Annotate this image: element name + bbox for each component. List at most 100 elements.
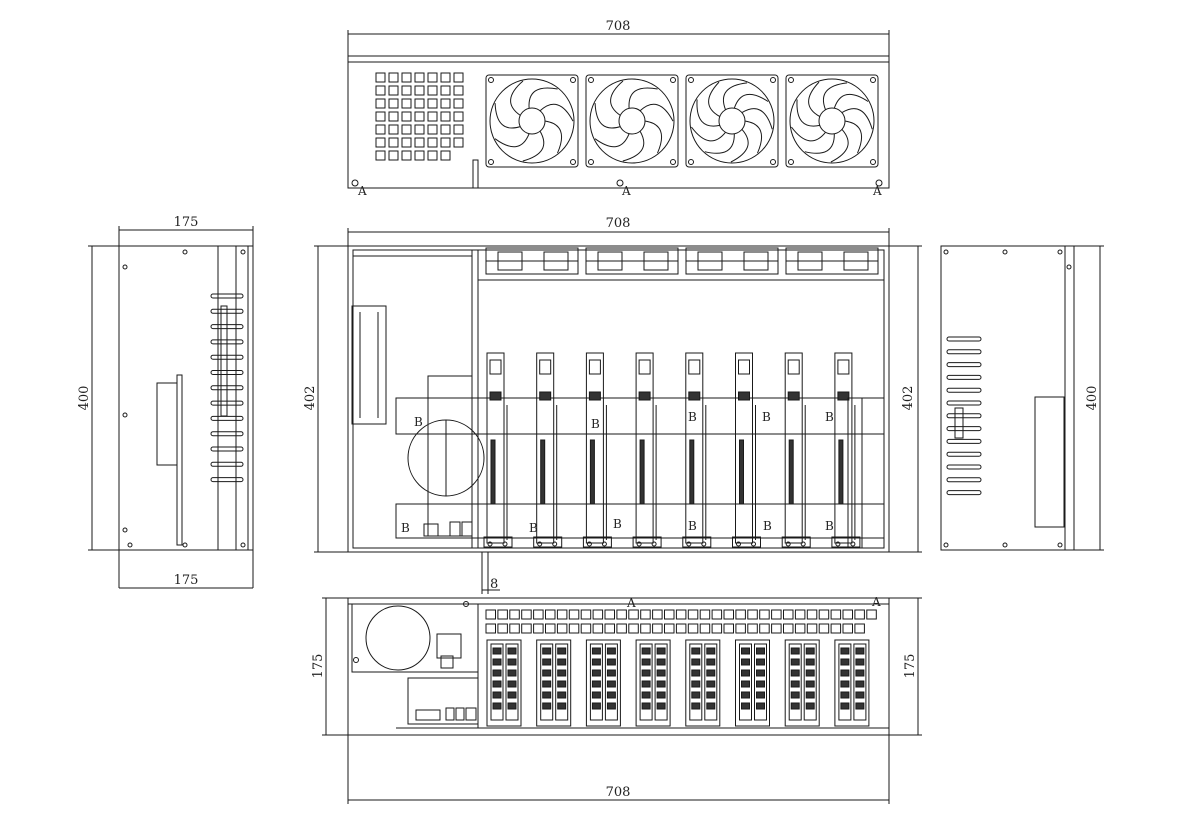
vent-square	[427, 85, 438, 96]
marker-b-4: B	[591, 417, 600, 431]
rear-vent-square	[699, 609, 711, 620]
display-port	[805, 702, 815, 710]
fan-blade	[528, 87, 558, 109]
top-screw-left	[351, 179, 359, 187]
front-width-label: 708	[606, 216, 631, 231]
display-port	[805, 647, 815, 655]
fan-blade	[833, 93, 869, 109]
gpu-screw	[502, 541, 508, 547]
display-port	[855, 669, 865, 677]
vent-slot	[210, 477, 244, 483]
vent-square	[401, 124, 412, 135]
gpu-card-top-tab	[738, 359, 750, 375]
gpu-pcie-edge	[689, 439, 695, 505]
rear-vent-square	[628, 609, 639, 620]
rear-gpu-port-col	[838, 643, 852, 721]
rear-gpu-outline	[585, 639, 621, 727]
rear-gpu-port-col	[689, 643, 703, 721]
rear-gpu-bracket	[486, 639, 522, 727]
right-panel-latch	[954, 407, 964, 439]
gpu-pcie-edge	[838, 439, 844, 505]
front-view: 708 402 402 B B B B B B	[303, 216, 922, 594]
display-port	[492, 658, 502, 666]
rear-vent-square	[509, 623, 520, 634]
display-port	[542, 669, 552, 677]
right-vent-slots	[946, 336, 982, 496]
fan-blade	[494, 133, 530, 148]
display-port	[557, 669, 567, 677]
vent-square	[453, 111, 464, 122]
rear-vent-square	[592, 623, 604, 634]
gpu-screw	[487, 541, 493, 547]
display-port	[606, 680, 616, 688]
rear-vent-square	[783, 623, 794, 634]
gpu-card	[831, 352, 861, 548]
gpu-card-body	[834, 352, 853, 544]
display-port	[805, 658, 815, 666]
gpu-screw	[785, 541, 791, 547]
top-screw-right	[875, 179, 883, 187]
gpu-screw	[651, 541, 657, 547]
rear-gpu-bracket	[735, 639, 770, 727]
gpu-pcie-edge	[739, 439, 744, 505]
left-side-view: 175 400 175	[77, 215, 254, 589]
marker-b-8: B	[762, 410, 771, 424]
display-port	[656, 702, 666, 710]
top-chassis-outline	[347, 55, 890, 189]
fan-screw	[688, 159, 694, 165]
fan-blade	[594, 133, 630, 148]
display-port	[557, 647, 567, 655]
rear-vent-square	[747, 609, 758, 620]
marker-b-5: B	[613, 517, 622, 531]
display-port	[840, 691, 850, 699]
vent-slot	[946, 426, 982, 432]
gpu-power-connector	[539, 391, 552, 401]
rear-vent-square	[806, 609, 818, 620]
vent-square	[414, 150, 425, 161]
display-port	[840, 658, 850, 666]
display-port	[855, 658, 865, 666]
display-port	[557, 680, 567, 688]
riser-column	[847, 397, 863, 549]
rear-vent-square	[806, 623, 818, 634]
rear-gpu-port-col	[540, 643, 554, 721]
display-port	[691, 658, 701, 666]
fan-blade	[522, 130, 545, 162]
gpu-power-connector	[688, 391, 701, 401]
rear-vent-square	[592, 609, 604, 620]
display-port	[656, 680, 666, 688]
gpu-pcie-edge	[788, 439, 794, 505]
vent-square	[401, 72, 412, 83]
rear-vent-square	[747, 623, 758, 634]
vent-slot	[946, 362, 982, 368]
vent-square	[401, 137, 412, 148]
lan-port	[465, 707, 477, 721]
top-bracket	[472, 159, 479, 189]
left-height-label: 400	[77, 386, 92, 411]
fan-edge	[785, 247, 879, 275]
display-port	[691, 702, 701, 710]
fan-screw	[570, 159, 576, 165]
fan-blade	[722, 82, 748, 110]
rear-height-label-left: 175	[311, 654, 326, 679]
gpu-power-connector	[489, 391, 502, 401]
fan-blade	[628, 87, 658, 109]
gpu-card-body	[536, 352, 555, 544]
rear-gpu-bracket	[585, 639, 621, 727]
rear-gpu-outline	[635, 639, 671, 727]
vent-square	[388, 137, 399, 148]
rear-vent-square	[711, 623, 723, 634]
rear-vent-square	[509, 609, 520, 620]
rear-vent-square	[497, 623, 508, 634]
fan-screw	[670, 159, 676, 165]
display-port	[691, 669, 701, 677]
vent-slot	[946, 490, 982, 496]
fan-ring	[789, 78, 875, 164]
display-port	[507, 658, 517, 666]
display-port	[706, 658, 716, 666]
motherboard-rail-top	[395, 397, 885, 435]
vent-slot	[210, 446, 244, 452]
fan-blade	[790, 126, 826, 142]
vent-slot	[210, 431, 244, 437]
